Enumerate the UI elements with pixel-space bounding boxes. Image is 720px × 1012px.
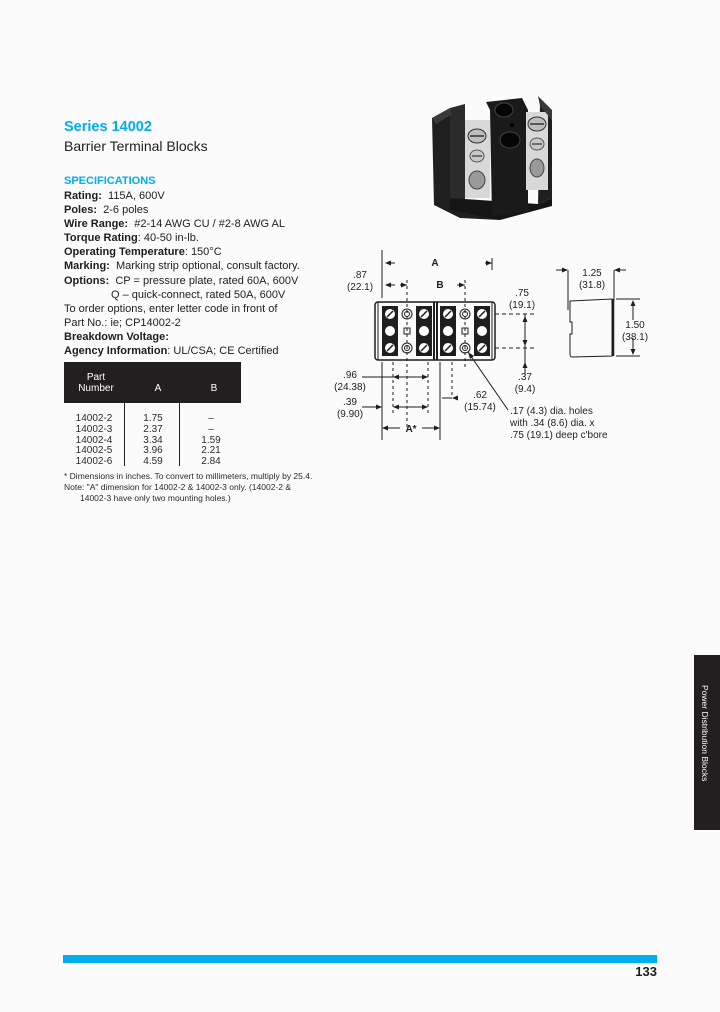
spec-label: Operating Temperature [64, 246, 185, 259]
side-height-mm: (38.1) [622, 332, 648, 343]
hole-note-1: .17 (4.3) dia. holes [510, 406, 593, 417]
spec-poles: Poles: 2-6 poles [64, 203, 344, 217]
dim-75-mm: (19.1) [509, 300, 535, 311]
dim-39: .39 [343, 397, 357, 408]
dim-96-mm: (24.38) [334, 382, 366, 393]
table-cell: 14002-6 [75, 456, 113, 468]
spec-agency-information: Agency Information: UL/CSA; CE Certified [64, 344, 344, 358]
dim-96: .96 [343, 370, 357, 381]
spec-label: Options: [64, 274, 110, 287]
dimension-notes: * Dimensions in inches. To convert to mi… [64, 471, 334, 503]
a-column: 1.75 2.37 3.34 3.96 4.59 [130, 413, 176, 468]
page-number: 133 [635, 964, 657, 979]
spec-value: 115A, 600V [108, 190, 165, 202]
spec-value: : 40-50 in-lb. [137, 232, 199, 245]
table-cell: 2.84 [201, 456, 221, 468]
spec-rating: Rating: 115A, 600V [64, 189, 344, 203]
spec-value: CP = pressure plate, rated 60A, 600V [115, 274, 299, 287]
footer-accent-bar [63, 955, 657, 963]
table-cell: 14002-4 [75, 434, 113, 446]
side-width: 1.25 [582, 268, 602, 279]
side-width-mm: (31.8) [579, 280, 605, 291]
note-line: Note: "A" dimension for 14002-2 & 14002-… [64, 481, 292, 492]
spec-label: Poles: [64, 204, 98, 217]
specifications-heading: SPECIFICATIONS [64, 175, 156, 187]
spec-wire-range: Wire Range: #2-14 AWG CU / #2-8 AWG AL [64, 217, 344, 231]
header-part-line2: Number [78, 383, 114, 394]
table-header: Part Number A B [64, 362, 241, 403]
column-divider [179, 403, 180, 466]
side-tab-label: Power Distribution Blocks [700, 685, 710, 782]
dimension-drawing: A B .87 (22.1) .75 (19.1) .37 (9.4) .96 … [334, 250, 648, 441]
top-view [374, 301, 496, 361]
spec-label: Breakdown Voltage: [64, 330, 169, 343]
dim-37: .37 [518, 372, 532, 383]
column-header-b: B [210, 383, 218, 394]
dim-39-mm: (9.90) [337, 409, 363, 420]
specifications-list: Rating: 115A, 600V Poles: 2-6 poles Wire… [64, 189, 344, 358]
b-column: – – 1.59 2.21 2.84 [188, 413, 234, 468]
spec-operating-temperature: Operating Temperature: 150°C [64, 245, 344, 259]
spec-torque-rating: Torque Rating: 40-50 in-lb. [64, 231, 344, 245]
dim-87-mm: (22.1) [347, 282, 373, 293]
spec-label: Torque Rating [64, 232, 138, 245]
table-cell: 2.21 [201, 445, 221, 457]
header-part-line1: Part [86, 372, 106, 383]
spec-value: Q – quick-connect, rated 50A, 600V [111, 288, 286, 301]
spec-value: Marking strip optional, consult factory. [115, 260, 300, 273]
order-note-1: To order options, enter letter code in f… [64, 302, 278, 315]
table-cell: – [208, 413, 214, 424]
dim-37-mm: (9.4) [515, 384, 536, 395]
dim-62: .62 [473, 390, 487, 401]
spec-value: : UL/CSA; CE Certified [167, 345, 279, 358]
series-title: Series 14002 [64, 119, 152, 135]
product-subtitle: Barrier Terminal Blocks [64, 138, 208, 154]
spec-breakdown-voltage: Breakdown Voltage: [64, 330, 344, 344]
column-divider [124, 403, 125, 466]
column-header-a: A [154, 383, 162, 394]
part-number-column: 14002-2 14002-3 14002-4 14002-5 14002-6 [64, 413, 124, 468]
spec-label: Marking: [64, 260, 110, 273]
side-height: 1.50 [625, 320, 645, 331]
spec-label: Rating: [64, 190, 102, 202]
table-cell: 14002-3 [75, 423, 113, 435]
spec-value: #2-14 AWG CU / #2-8 AWG AL [134, 218, 286, 231]
table-body: 14002-2 14002-3 14002-4 14002-5 14002-6 … [64, 403, 241, 468]
table-cell: 2.37 [143, 423, 163, 435]
table-cell: – [208, 423, 214, 435]
terminal-pads [382, 306, 490, 356]
table-cell: 1.59 [201, 434, 221, 446]
dim-label-a: A [431, 258, 438, 269]
column-header-part-number: Part Number [68, 372, 124, 394]
table-cell: 3.96 [143, 445, 163, 457]
table-cell: 14002-5 [75, 445, 113, 457]
side-view: 1.25 (31.8) 1.50 (38.1) [556, 267, 648, 358]
spec-value: 2-6 poles [103, 204, 149, 217]
table-cell: 3.34 [143, 434, 163, 446]
product-photo [432, 96, 552, 220]
spec-value: : 150°C [184, 246, 222, 259]
dim-a-star: A* [405, 424, 416, 435]
hole-note-2: with .34 (8.6) dia. x [509, 418, 594, 429]
spec-options: Options: CP = pressure plate, rated 60A,… [64, 274, 344, 288]
spec-label: Wire Range: [64, 218, 129, 231]
dim-75: .75 [515, 288, 529, 299]
spec-options-2: Q – quick-connect, rated 50A, 600V [64, 288, 344, 302]
note-line: 14002-3 have only two mounting holes.) [80, 492, 231, 503]
spec-label: Agency Information [64, 345, 168, 358]
table-cell: 1.75 [143, 413, 163, 424]
spec-marking: Marking: Marking strip optional, consult… [64, 259, 344, 273]
hole-note-3: .75 (19.1) deep c'bore [510, 430, 608, 441]
dim-label-b: B [436, 280, 443, 291]
order-note-2: Part No.: ie; CP14002-2 [64, 316, 181, 329]
dim-62-mm: (15.74) [464, 402, 496, 413]
part-number-table: Part Number A B 14002-2 14002-3 14002-4 … [64, 362, 241, 468]
section-side-tab: Power Distribution Blocks [694, 655, 720, 830]
note-line: * Dimensions in inches. To convert to mi… [64, 471, 313, 481]
dim-87: .87 [353, 270, 367, 281]
table-cell: 4.59 [143, 456, 163, 468]
table-cell: 14002-2 [75, 413, 113, 424]
